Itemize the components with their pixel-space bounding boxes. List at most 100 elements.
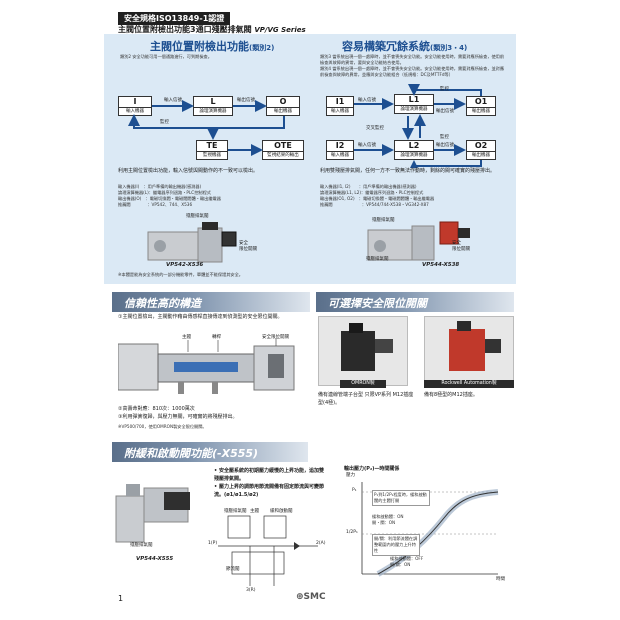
- right-spec-line: 輸入機器(I1, I2) ：用戶準備的輸出機器(感測器): [320, 184, 417, 189]
- left-switch-label: 安全 限位開關: [239, 241, 257, 252]
- right-desc-1: 類別3 當系統出現一個一處障時，並不會喪失安全功能。安全功能使用時，需要對應所檢…: [320, 54, 505, 65]
- graph-y-label: 壓力: [346, 473, 355, 478]
- right-title-text: 容易構築冗餘系統: [342, 40, 430, 53]
- right-flow-arrows: [354, 84, 482, 168]
- box-l1-big: L1: [408, 95, 420, 104]
- graph-title: 輸出壓力(P₂)—時間關係: [344, 466, 400, 472]
- circuit-port2-label: 2(A): [316, 541, 326, 546]
- graph-annotation-2: 緩和啟動閥：ON 開・關：ON: [372, 514, 404, 525]
- reliability-note: ※VP500/700，使用OMRON製安全限位開關。: [118, 424, 207, 429]
- bullet-1-text: 安全壓系統的初期壓力緩慢的上昇功能，追加雙殘壓排氣閥。: [214, 468, 324, 482]
- left-exhaust-label: 殘壓排氣閥: [186, 214, 209, 219]
- box-i-label: 輸入機器: [119, 107, 151, 115]
- valve-cross-section-diagram: [118, 338, 295, 394]
- subtitle-series: VP/VG Series: [254, 26, 306, 34]
- left-spec-line: 輸入機器(I) ：用戶準備的輸出機器(感測器): [118, 184, 202, 189]
- right-in-signal-label-2: 輸入信號: [358, 143, 376, 148]
- box-l2-label: 論理演算機器: [395, 151, 433, 159]
- box-l-label: 論理演算機器: [194, 107, 232, 115]
- box-o-big: O: [279, 97, 287, 106]
- right-exhaust-label-2: 殘壓排氣閥: [366, 257, 389, 262]
- subtitle-text: 主閥位置附檢出功能3通口殘壓排氣閥: [118, 25, 252, 34]
- box-ote-big: OTE: [274, 141, 292, 150]
- left-spec-line: 輸出機器(O) ：電磁切換閥・電磁閥閥體・輸出繼電器: [118, 196, 221, 201]
- graph-annotation-4: 緩和啟動閥：OFF 開/關：ON: [390, 556, 424, 567]
- soft-start-valve-image: [115, 484, 190, 543]
- rockwell-desc: 備有8極型的M12插座。: [424, 392, 478, 398]
- brand-logo-icon: ⊕: [296, 592, 304, 602]
- box-te-label: 監視機器: [197, 151, 227, 159]
- reliability-point-1: ①主閥位置檢出，主閥動作藉由傳感桿直接傳達到偵測型的安全限位開關。: [118, 314, 283, 320]
- left-note: ※本閥是能為安全系統的一部分機能零件，單體並不能保證其安全。: [118, 272, 243, 277]
- circuit-main-label: 主閥: [250, 509, 259, 514]
- circuit-port1-label: 1(P): [208, 541, 218, 546]
- box-i-big: I: [133, 97, 137, 106]
- left-panel-title: 主閥位置附檢出功能(類別2): [150, 38, 274, 54]
- bullet-2-text: 壓力上昇的調節用節流閥備有固定節流與可變節流。(ø1/ø1.5/ø2): [214, 484, 324, 498]
- page-number: 1: [118, 594, 124, 603]
- right-spec-list: 輸入機器(I1, I2) ：用戶準備的輸出機器(感測器) 論理演算機器(L1, …: [320, 184, 510, 208]
- left-spec-list: 輸入機器(I) ：用戶準備的輸出機器(感測器) 論理演算機器(L)：繼電器序列迴…: [118, 184, 308, 208]
- right-desc-2: 類別4 當系統出現一個一處障時，並不會喪失安全功能。安全功能使用時，需要對應所檢…: [320, 66, 505, 77]
- rod-label: 轉桿: [212, 335, 221, 340]
- omron-switch-photo: [318, 316, 408, 386]
- box-o2-big: O2: [474, 141, 488, 150]
- left-out-signal-label: 輸出信號: [237, 98, 255, 103]
- circuit-soft-label: 緩和啟動閥: [270, 509, 293, 514]
- right-out-signal-label-1: 輸出信號: [436, 109, 454, 114]
- graph-annotation-3: 開/關：利用節流閥在調整範圍內的壓力上升特性: [372, 534, 420, 556]
- right-panel-title: 容易構築冗餘系統(類別3・4): [342, 38, 467, 54]
- box-te-big: TE: [206, 141, 218, 150]
- brand-logo: ⊕SMC: [296, 592, 326, 602]
- right-exhaust-label-1: 殘壓排氣閥: [372, 218, 395, 223]
- graph-x-label: 時間: [496, 577, 505, 582]
- left-valve-image: [147, 222, 237, 263]
- box-i1-label: 輸入機器: [327, 107, 353, 115]
- right-model-caption: VP544-X538: [422, 262, 460, 268]
- left-monitor-label: 監控: [160, 120, 169, 125]
- box-o-label: 輸出機器: [267, 107, 299, 115]
- left-title-text: 主閥位置附檢出功能: [150, 40, 249, 53]
- soft-start-band: 附緩和啟動閥功能(-X555): [112, 442, 308, 462]
- omron-badge: OMRON製: [340, 380, 386, 388]
- switch-title: 可選擇安全限位開關: [328, 297, 427, 310]
- left-body: 利用主閥位置檢出功能，輸入信號與閥動作的不一致可以檢出。: [118, 168, 259, 174]
- box-i2-label: 輸入機器: [327, 151, 353, 159]
- box-o2-label: 輸出機器: [467, 151, 495, 159]
- brand-text: SMC: [303, 592, 326, 602]
- certification-tag: 安全規格ISO13849-1認證: [118, 12, 231, 25]
- right-spec-line: 推薦閥 ：VP544/744-X538・VG342-X87: [320, 202, 429, 207]
- left-flow-arrows: [128, 100, 285, 156]
- circuit-port3-label: 3(R): [246, 588, 256, 593]
- box-l2-big: L2: [408, 141, 420, 150]
- right-valve-image: [367, 221, 470, 261]
- safety-switch-label: 安全限位開關: [262, 335, 289, 340]
- soft-start-title: 附緩和啟動閥功能(-X555): [124, 447, 259, 460]
- soft-start-bullet-1: • 安全壓系統的初期壓力緩慢的上昇功能，追加雙殘壓排氣閥。: [214, 468, 324, 482]
- graph-annotation-1: P₁到1/2P₁程度時，緩和啟動閥的主閥打開: [372, 490, 430, 506]
- reliability-point-2: ②高壽命對應：810次：1000萬次: [118, 406, 195, 412]
- box-o1-label: 輸出機器: [467, 107, 495, 115]
- left-title-note: (類別2): [249, 44, 275, 52]
- box-ote-label: 監視結果的輸出: [263, 151, 303, 159]
- right-cross-monitor-label: 交叉監控: [366, 126, 384, 131]
- circuit-exhaust-label: 殘壓排氣閥: [224, 509, 247, 514]
- right-in-signal-label-1: 輸入信號: [358, 98, 376, 103]
- left-model-caption: VP542-X536: [166, 262, 204, 268]
- soft-start-bullet-2: • 壓力上昇的調節用節流閥備有固定節流與可變節流。(ø1/ø1.5/ø2): [214, 484, 324, 498]
- box-i1-big: I1: [335, 97, 345, 106]
- right-monitor-label-1: 監控: [440, 87, 449, 92]
- box-o1-big: O1: [474, 97, 488, 106]
- rockwell-badge: Rockwell Automation製: [424, 380, 514, 388]
- main-valve-label: 主閥: [182, 335, 191, 340]
- omron-desc: 備有連線管端子台型 只限VP系列 M12插座型(4極)。: [318, 392, 414, 406]
- left-spec-line: 推薦閥 ：VP542、744、X536: [118, 202, 193, 207]
- soft-start-circuit-diagram: [218, 515, 318, 586]
